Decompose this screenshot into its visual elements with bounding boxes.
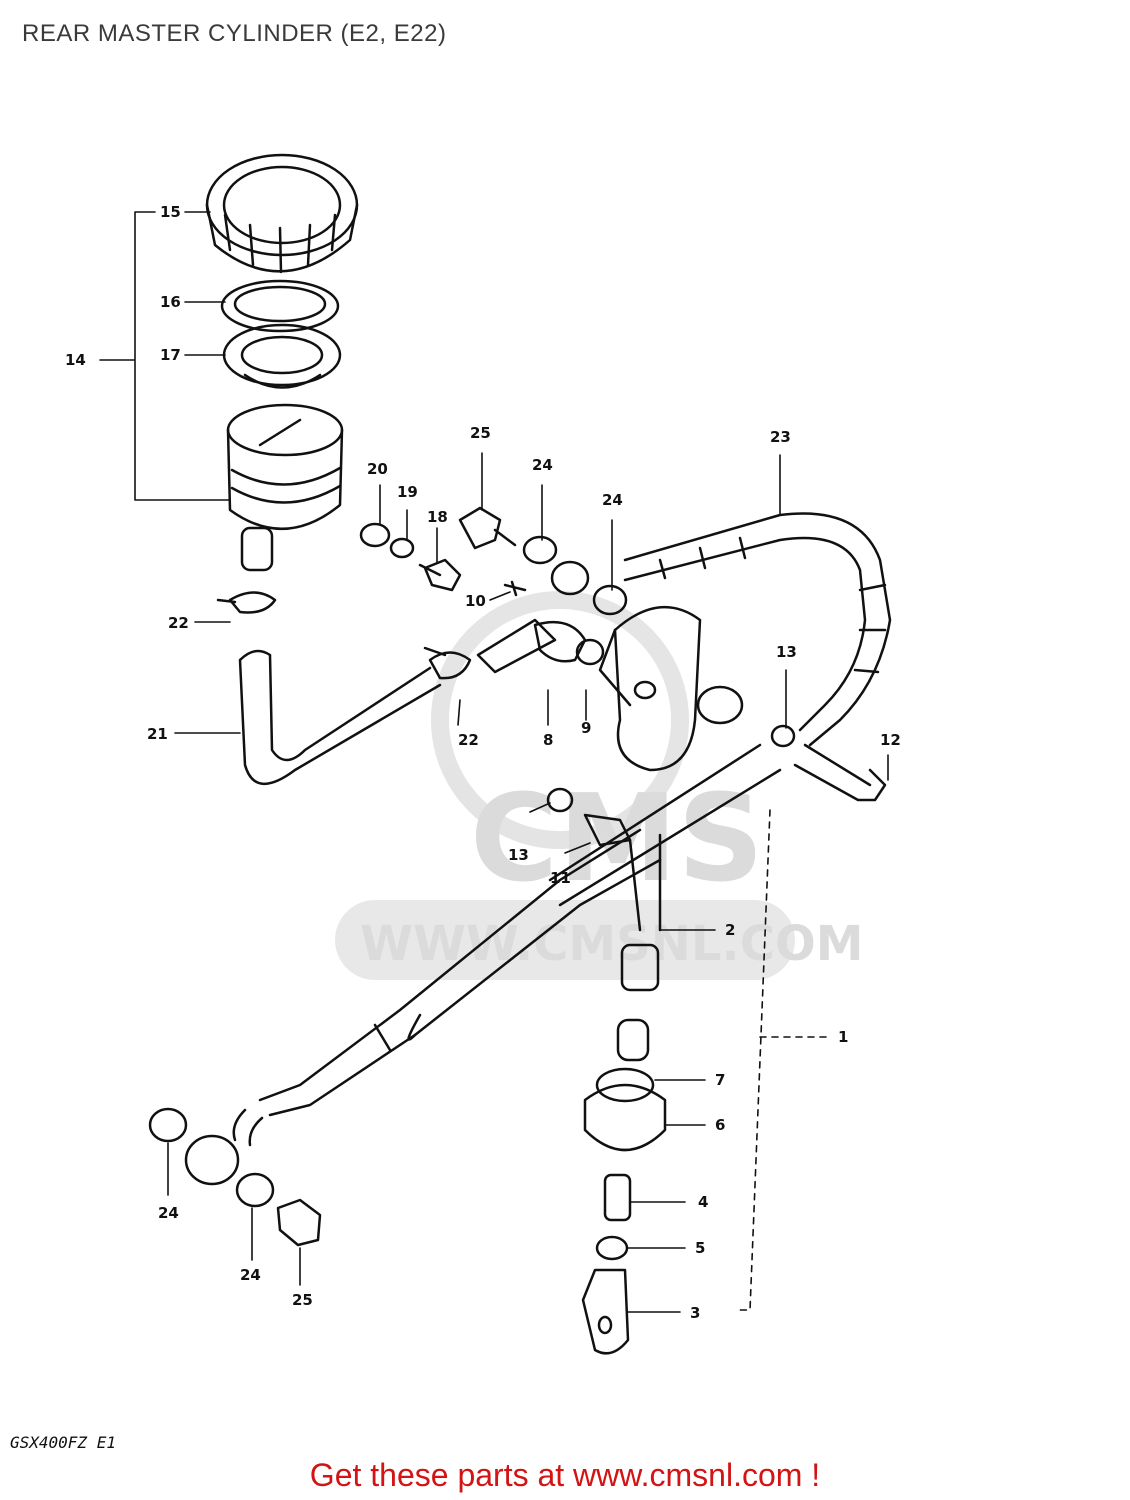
label-part-5: 5 (695, 1239, 705, 1257)
reservoir-cap-drawing (205, 153, 359, 274)
label-part-24-lower-b: 24 (240, 1266, 261, 1284)
label-part-25-lower: 25 (292, 1291, 313, 1309)
watermark: CMS WWW.CMSNL.COM (335, 591, 864, 980)
rod-sleeve-drawing (620, 943, 660, 992)
union-bolt-lower-drawing (276, 1198, 322, 1247)
washer-24-lower-a-drawing (148, 1107, 188, 1143)
label-part-9: 9 (581, 719, 591, 737)
label-part-2: 2 (725, 921, 735, 939)
label-part-22-upper: 22 (168, 614, 189, 632)
bolt-18-drawing (418, 558, 462, 592)
label-part-22-lower: 22 (458, 731, 479, 749)
diaphragm-drawing (222, 323, 342, 389)
union-drawing (550, 560, 590, 596)
washer-20-drawing (359, 522, 391, 548)
label-part-7: 7 (715, 1071, 725, 1089)
cylinder-outlet-drawing (628, 833, 662, 932)
cotter-pin-drawing (503, 580, 527, 597)
label-part-10: 10 (465, 592, 486, 610)
label-part-21: 21 (147, 725, 168, 743)
union-bolt-upper-drawing (458, 506, 517, 550)
footer-link[interactable]: Get these parts at www.cmsnl.com ! (309, 1457, 821, 1493)
bolt-12-drawing (793, 743, 887, 802)
reservoir-hose-drawing (238, 649, 442, 786)
dust-boot-7-drawing (595, 1067, 655, 1103)
label-part-19: 19 (397, 483, 418, 501)
label-part-6: 6 (715, 1116, 725, 1134)
washer-19-drawing (389, 537, 415, 559)
label-part-24-lower-a: 24 (158, 1204, 179, 1222)
washer-24-lower-b-drawing (235, 1172, 275, 1208)
brake-hose-upper-drawing (623, 512, 892, 747)
leader-lines (99, 211, 889, 1313)
rod-4-drawing (603, 1173, 632, 1222)
brake-pipe-drawing (548, 743, 782, 907)
label-part-1: 1 (838, 1028, 848, 1046)
nut-5-drawing (595, 1235, 629, 1261)
hose-clamp-lower-drawing (423, 646, 472, 680)
label-part-18: 18 (427, 508, 448, 526)
piston-rod-drawing (476, 618, 557, 674)
hose-clamp-upper-drawing (216, 591, 277, 614)
washer-13-lower-drawing (546, 787, 574, 813)
label-part-12: 12 (880, 731, 901, 749)
label-part-23: 23 (770, 428, 791, 446)
washer-24-upper-b-drawing (592, 584, 628, 616)
dust-boot-6-drawing (583, 1083, 667, 1152)
rod-end-drawing (616, 1018, 650, 1062)
model-code: GSX400FZ E1 (10, 1433, 116, 1452)
label-part-16: 16 (160, 293, 181, 311)
watermark-url: WWW.CMSNL.COM (360, 916, 864, 972)
label-part-13-lower: 13 (508, 846, 529, 864)
label-part-24-upper-a: 24 (532, 456, 553, 474)
label-part-13-upper: 13 (776, 643, 797, 661)
push-rod-drawing (533, 620, 587, 663)
label-part-15: 15 (160, 203, 181, 221)
part-labels: 1 2 3 4 5 6 7 8 9 10 11 12 13 13 14 15 1… (65, 203, 901, 1322)
master-cylinder-body-drawing (598, 605, 744, 772)
washer-24-upper-a-drawing (522, 535, 558, 565)
watermark-brand: CMS (470, 770, 764, 909)
diaphragm-plate-drawing (220, 279, 340, 333)
label-part-14: 14 (65, 351, 86, 369)
reservoir-tank-drawing (226, 403, 344, 572)
clevis-3-drawing (581, 1268, 630, 1355)
label-part-25-upper: 25 (470, 424, 491, 442)
label-part-3: 3 (690, 1304, 700, 1322)
label-part-11: 11 (550, 869, 571, 887)
page-title: REAR MASTER CYLINDER (E2, E22) (22, 20, 447, 47)
label-part-20: 20 (367, 460, 388, 478)
washer-13-upper-drawing (770, 724, 796, 748)
label-part-24-upper-b: 24 (602, 491, 623, 509)
label-part-4: 4 (698, 1193, 708, 1211)
banjo-fitting-drawing (184, 1134, 240, 1186)
label-part-8: 8 (543, 731, 553, 749)
label-part-17: 17 (160, 346, 181, 364)
o-ring-9-drawing (575, 638, 605, 666)
